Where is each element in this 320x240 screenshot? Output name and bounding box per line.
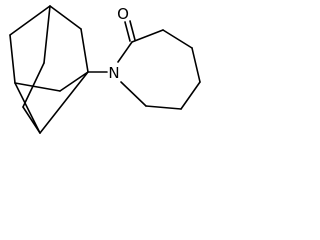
adamantane-bond — [39, 71, 89, 134]
ring-bond — [162, 29, 193, 49]
adamantane-bond — [80, 28, 89, 73]
adamantane-bond — [9, 34, 16, 84]
adamantane-bond — [14, 82, 41, 134]
nitrogen-atom-label: N — [108, 64, 119, 82]
ring-bond — [145, 105, 182, 110]
adamantane-bond — [22, 62, 45, 108]
adamantane-bond — [14, 82, 61, 92]
ring-bond — [180, 81, 201, 110]
ring-bond — [191, 47, 201, 83]
ring-bond — [117, 41, 133, 63]
adamantane-bond — [49, 5, 82, 30]
oxygen-atom-label: O — [117, 5, 129, 23]
molecule-structure: O N — [9, 5, 201, 134]
carbonyl-double-bond — [124, 20, 136, 42]
azepanone-ring — [117, 29, 201, 110]
ring-bond — [120, 81, 147, 107]
ring-bond — [131, 29, 164, 43]
adamantane-bond — [9, 5, 51, 36]
adamantane-bond — [59, 71, 89, 92]
adamantane-bond — [22, 106, 41, 134]
adamantane-bond — [43, 5, 51, 64]
adamantane-cage — [9, 5, 89, 134]
